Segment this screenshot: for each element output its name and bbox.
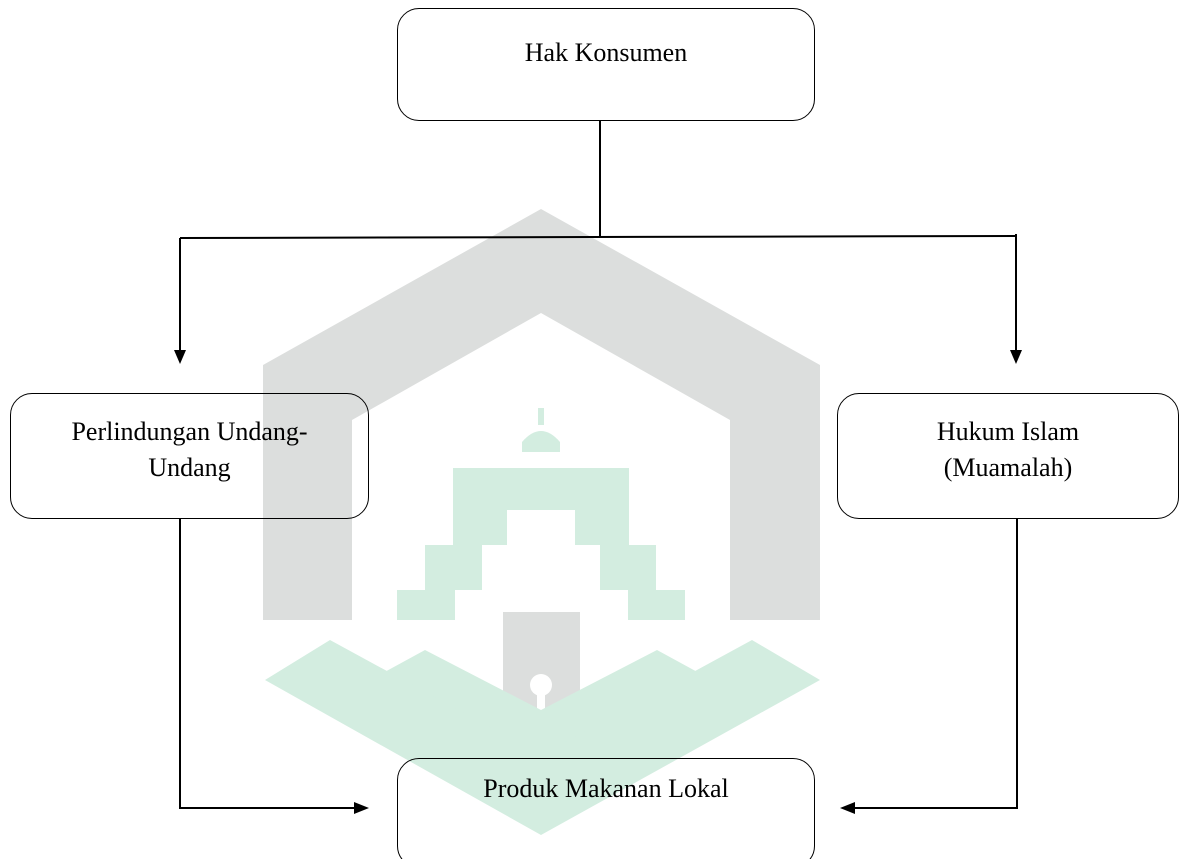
node-hukum-islam: Hukum Islam (Muamalah) [837,393,1179,519]
watermark-mosque-steps [397,468,685,620]
connector-right-to-bottom [855,519,1018,809]
arrowhead-right-to-bottom [354,802,369,814]
node-label-line-2: Undang [148,453,231,482]
node-label-line-1: Hukum Islam [936,417,1080,446]
watermark-pen-hole [530,674,552,696]
arrowhead-left-to-bottom [840,802,855,814]
connector-horizontal [179,235,1017,239]
arrowhead-down-left [174,350,186,364]
watermark-hexagon-band [263,209,820,620]
node-label-line-1: Perlindungan Undang- [71,417,308,446]
watermark-dome [522,431,560,452]
watermark-chevron-outer [265,640,820,835]
node-perlindungan-undang-undang: Perlindungan Undang- Undang [10,393,369,519]
watermark-mosque [265,408,820,835]
watermark-chevron-inner [370,650,712,770]
node-produk-makanan-lokal: Produk Makanan Lokal [397,758,815,859]
node-label-line-2: (Muamalah) [943,453,1073,482]
node-label: Produk Makanan Lokal [483,774,729,803]
connector-left-to-bottom [179,519,356,809]
node-hak-konsumen: Hak Konsumen [397,8,815,121]
watermark-spire [538,408,544,425]
node-label: Hak Konsumen [524,38,688,67]
arrowhead-down-right [1010,350,1022,364]
